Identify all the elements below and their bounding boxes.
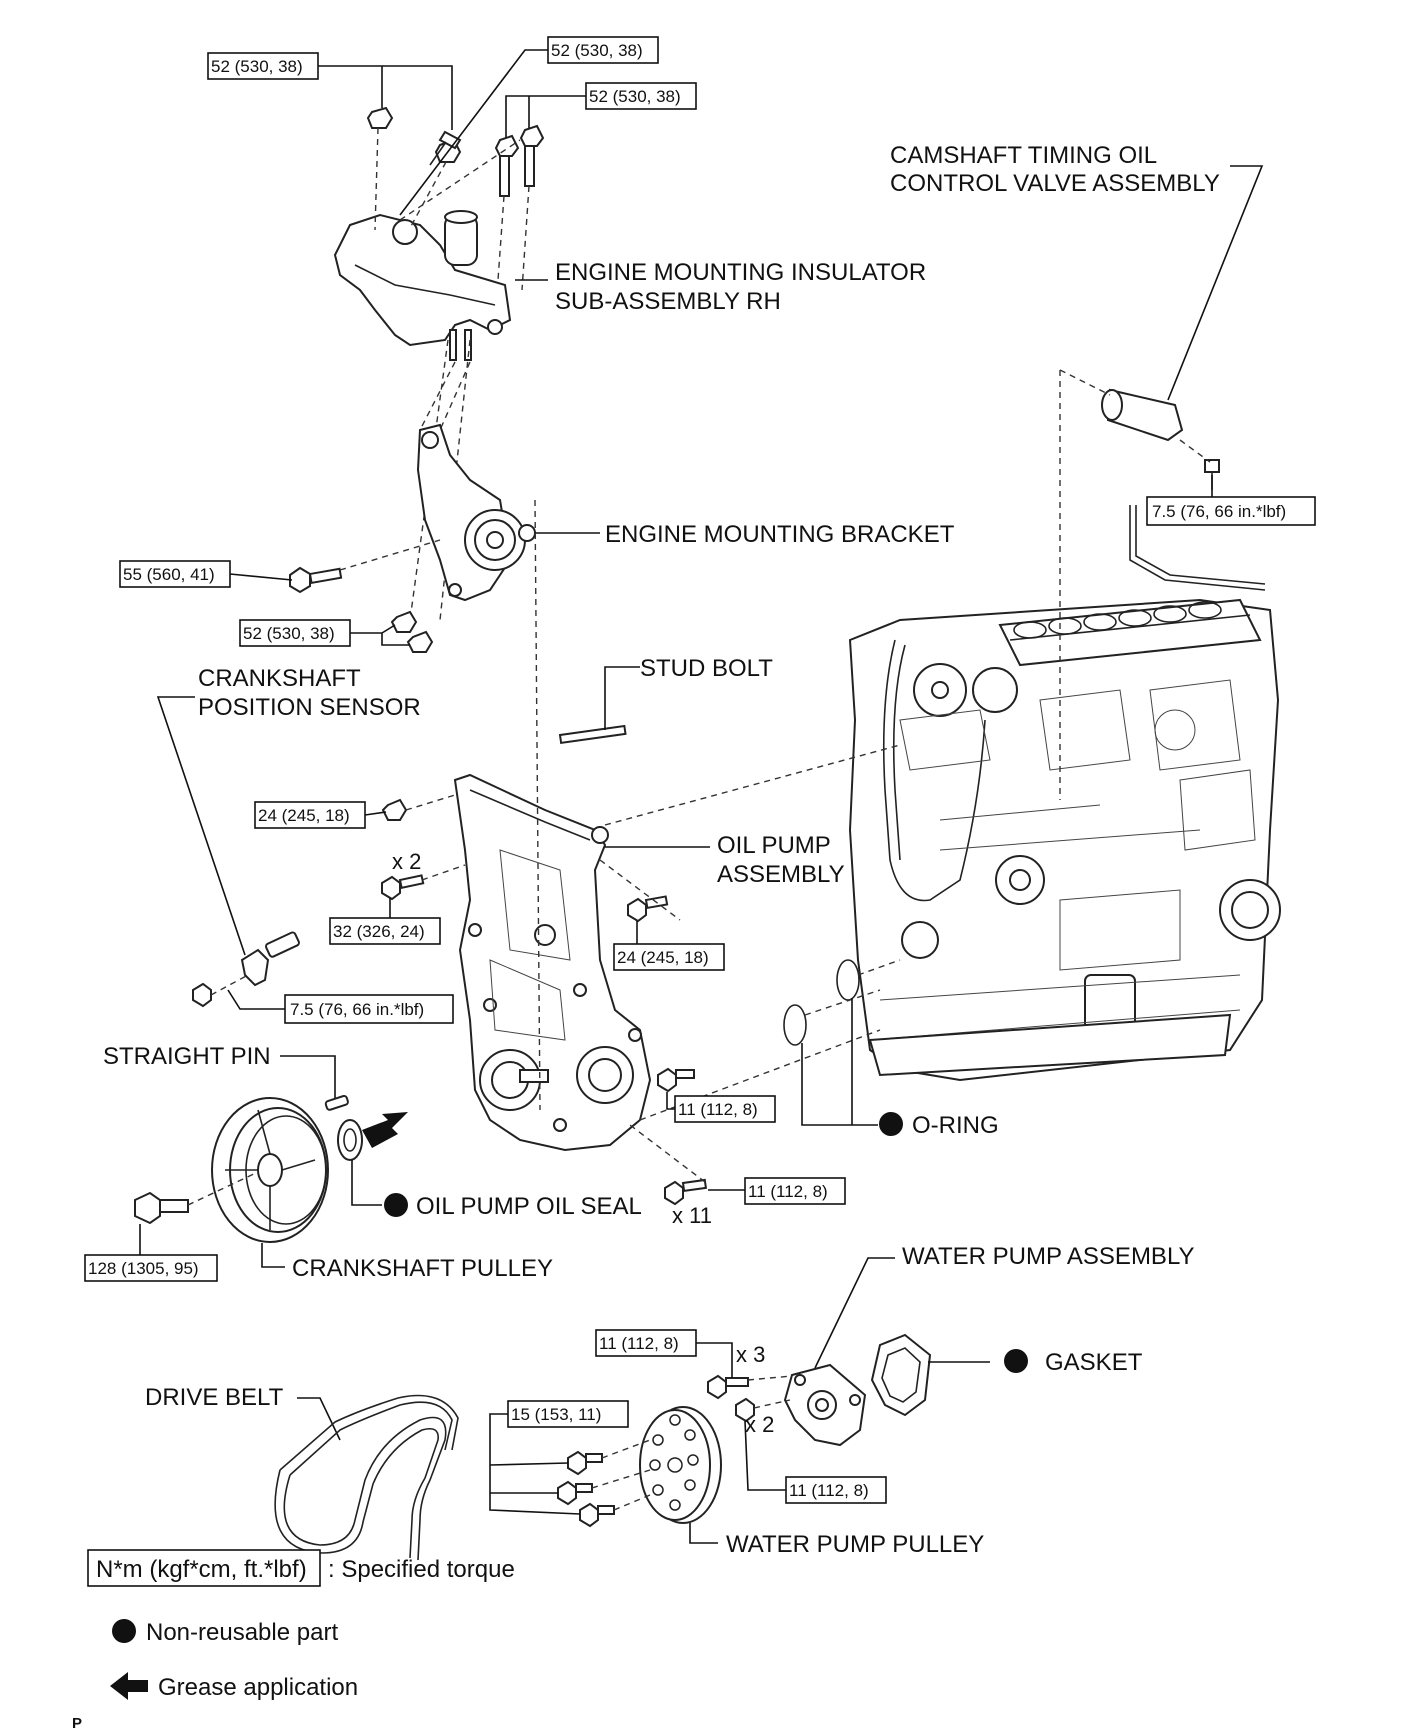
crank-pulley-label: CRANKSHAFT PULLEY [292, 1255, 553, 1282]
crankshaft-pulley-bolt-illustration [134, 1191, 189, 1225]
torque-label-t6: 52 (530, 38) [243, 624, 335, 643]
quantity-q1: x 2 [392, 849, 421, 874]
crank-sensor-label-l2: POSITION SENSOR [198, 694, 421, 721]
o-ring-2-illustration [836, 959, 860, 1001]
o-ring-label: O-RING [912, 1112, 999, 1139]
torque-label-t5: 55 (560, 41) [123, 565, 215, 584]
crank-sensor-label-l1: CRANKSHAFT [198, 665, 361, 692]
torque-label-t11: 11 (112, 8) [678, 1100, 758, 1119]
cover-bolts-x11-illustration [664, 1178, 708, 1206]
straight-pin-illustration [324, 1094, 349, 1111]
grease-arrow-icon [362, 1112, 408, 1148]
torque-label-t3: 52 (530, 38) [589, 87, 681, 106]
gasket-non-reusable-mark [1004, 1349, 1028, 1373]
engine-mounting-bracket-illustration [416, 423, 536, 602]
oil-seal-label: OIL PUMP OIL SEAL [416, 1193, 642, 1220]
gasket-illustration [870, 1333, 932, 1417]
bracket-nuts-illustration [390, 610, 434, 653]
camshaft-timing-oil-control-valve-illustration [1059, 369, 1220, 800]
torque-label-t7: 24 (245, 18) [258, 806, 350, 825]
drive-belt-illustration [274, 1394, 459, 1561]
insulator-label-l2: SUB-ASSEMBLY RH [555, 288, 781, 315]
straight-pin-label: STRAIGHT PIN [103, 1043, 271, 1070]
camshaft-valve-label-l2: CONTROL VALVE ASSEMBLY [890, 170, 1220, 197]
crankshaft-pulley-illustration [211, 1097, 329, 1243]
corner-mark: P [72, 1715, 82, 1732]
water-pump-label: WATER PUMP ASSEMBLY [902, 1243, 1195, 1270]
quantity-q2: x 11 [672, 1203, 712, 1228]
o-ring-1-illustration [783, 1004, 807, 1046]
water-pump-illustration [783, 1363, 867, 1447]
torque-label-t10: 7.5 (76, 66 in.*lbf) [290, 1000, 424, 1019]
crank-sensor-illustration [192, 931, 300, 1008]
bracket-label: ENGINE MOUNTING BRACKET [605, 521, 955, 548]
torque-label-t8: 32 (326, 24) [333, 922, 425, 941]
gasket-label: GASKET [1045, 1349, 1143, 1376]
cover-bolt-11-illustration [657, 1067, 695, 1093]
oil-pump-label-l2: ASSEMBLY [717, 861, 845, 888]
legend: N*m (kgf*cm, ft.*lbf) : Specified torque… [87, 1549, 515, 1701]
oil-pump-label-l1: OIL PUMP [717, 832, 831, 859]
oil-seal-non-reusable-mark [384, 1193, 408, 1217]
torque-label-t1: 52 (530, 38) [211, 57, 303, 76]
water-pump-bolts-illustration [707, 1374, 755, 1423]
stud-bolt-label: STUD BOLT [640, 655, 773, 682]
water-pump-pulley-label: WATER PUMP PULLEY [726, 1531, 984, 1558]
torque-label-t2: 52 (530, 38) [551, 41, 643, 60]
torque-label-t4: 7.5 (76, 66 in.*lbf) [1152, 502, 1286, 521]
camshaft-valve-label-l1: CAMSHAFT TIMING OIL [890, 142, 1157, 169]
bracket-bolt-illustration [289, 566, 343, 594]
legend-non-reusable-icon [112, 1619, 136, 1643]
oil-seal-illustration [337, 1119, 363, 1161]
cover-bolts-32-illustration [381, 874, 425, 901]
drive-belt-label: DRIVE BELT [145, 1384, 284, 1411]
o-ring-non-reusable-mark [879, 1112, 903, 1136]
insulator-label-l1: ENGINE MOUNTING INSULATOR [555, 259, 926, 286]
quantity-q3: x 3 [736, 1342, 765, 1367]
torque-label-t16: 11 (112, 8) [789, 1481, 869, 1500]
legend-torque-text: : Specified torque [328, 1556, 515, 1583]
legend-non-reusable: Non-reusable part [146, 1619, 338, 1646]
legend-grease-arrow-icon [110, 1672, 148, 1700]
engine-mounting-insulator-illustration [333, 210, 512, 361]
legend-torque-unit: N*m (kgf*cm, ft.*lbf) [96, 1556, 307, 1583]
engine-block-illustration [848, 505, 1281, 1082]
torque-label-t9: 24 (245, 18) [617, 948, 709, 967]
legend-grease: Grease application [158, 1674, 358, 1701]
torque-label-t12: 11 (112, 8) [748, 1182, 828, 1201]
quantity-q4: x 2 [745, 1412, 774, 1437]
cover-bolt-24-illustration [627, 895, 669, 923]
torque-label-t14: 11 (112, 8) [599, 1334, 679, 1353]
water-pump-pulley-illustration [639, 1406, 722, 1524]
torque-label-t13: 128 (1305, 95) [88, 1259, 199, 1278]
torque-label-t15: 15 (153, 11) [511, 1405, 601, 1424]
